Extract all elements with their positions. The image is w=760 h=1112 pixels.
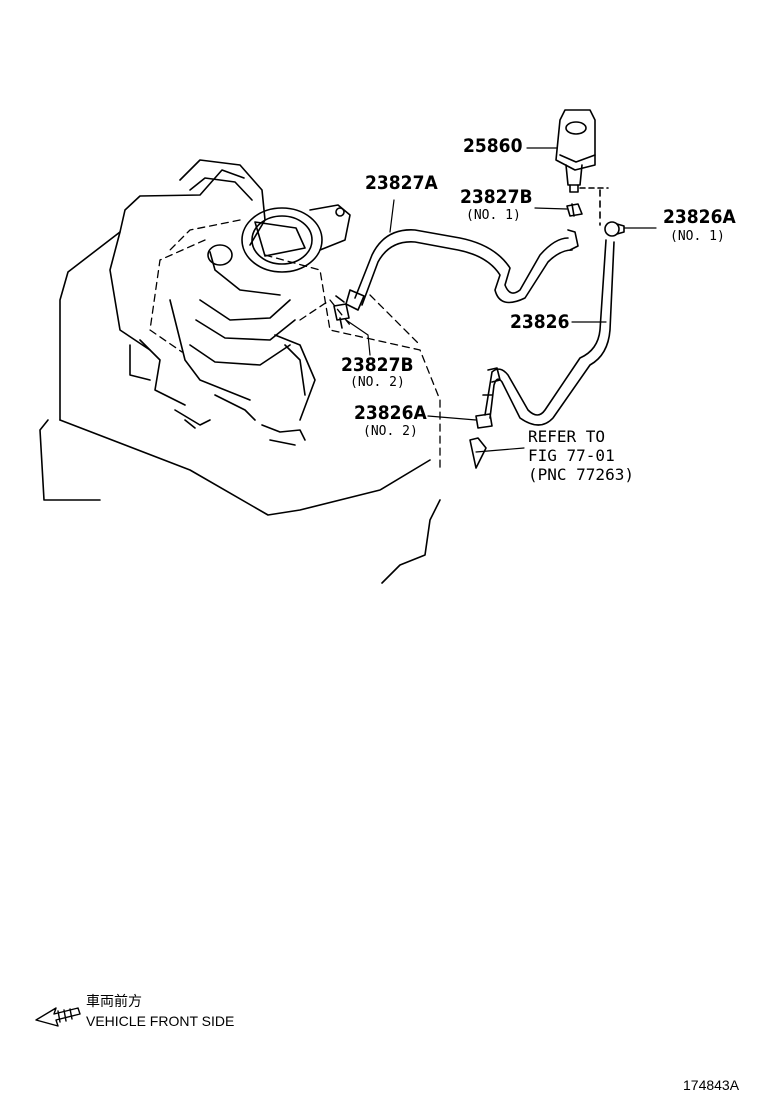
label-23827b-no1[interactable]: 23827B (460, 186, 533, 208)
label-25860[interactable]: 25860 (463, 135, 523, 157)
label-23827b-no2[interactable]: 23827B (341, 354, 414, 376)
reference-note[interactable]: REFER TO FIG 77-01 (PNC 77263) (528, 427, 634, 484)
label-23826a-no1-sub: (NO. 1) (670, 229, 725, 244)
figure-id: 174843A (683, 1077, 740, 1093)
engine-block-outline (39, 169, 441, 584)
part-23826a-no2-clamp[interactable] (469, 413, 493, 469)
label-23827b-no1-sub: (NO. 1) (466, 208, 521, 223)
label-23827b-no2-sub: (NO. 2) (350, 375, 405, 390)
label-23826[interactable]: 23826 (510, 311, 570, 333)
engine-dashed-outline (149, 219, 441, 471)
part-23826-hose[interactable] (482, 239, 615, 426)
part-23826a-no1-clamp[interactable] (604, 221, 625, 237)
label-23826a-no2-sub: (NO. 2) (363, 424, 418, 439)
arrow-left-icon (35, 1007, 81, 1027)
legend-english: VEHICLE FRONT SIDE (86, 1013, 235, 1029)
label-23827a[interactable]: 23827A (365, 172, 438, 194)
leader-lines (345, 147, 657, 453)
part-23827b-no2-clip[interactable] (333, 295, 350, 329)
reference-line-1: REFER TO (528, 427, 606, 446)
intake-manifold-sketch (129, 159, 351, 446)
part-25860-valve[interactable] (555, 109, 609, 226)
part-23827a-hose[interactable] (345, 229, 579, 311)
part-23827b-no1-clip[interactable] (566, 203, 583, 217)
reference-line-3: (PNC 77263) (528, 465, 634, 484)
label-23826a-no2[interactable]: 23826A (354, 402, 427, 424)
reference-line-2: FIG 77-01 (528, 446, 615, 465)
label-23826a-no1[interactable]: 23826A (663, 206, 736, 228)
legend-japanese: 車両前方 (86, 993, 142, 1009)
